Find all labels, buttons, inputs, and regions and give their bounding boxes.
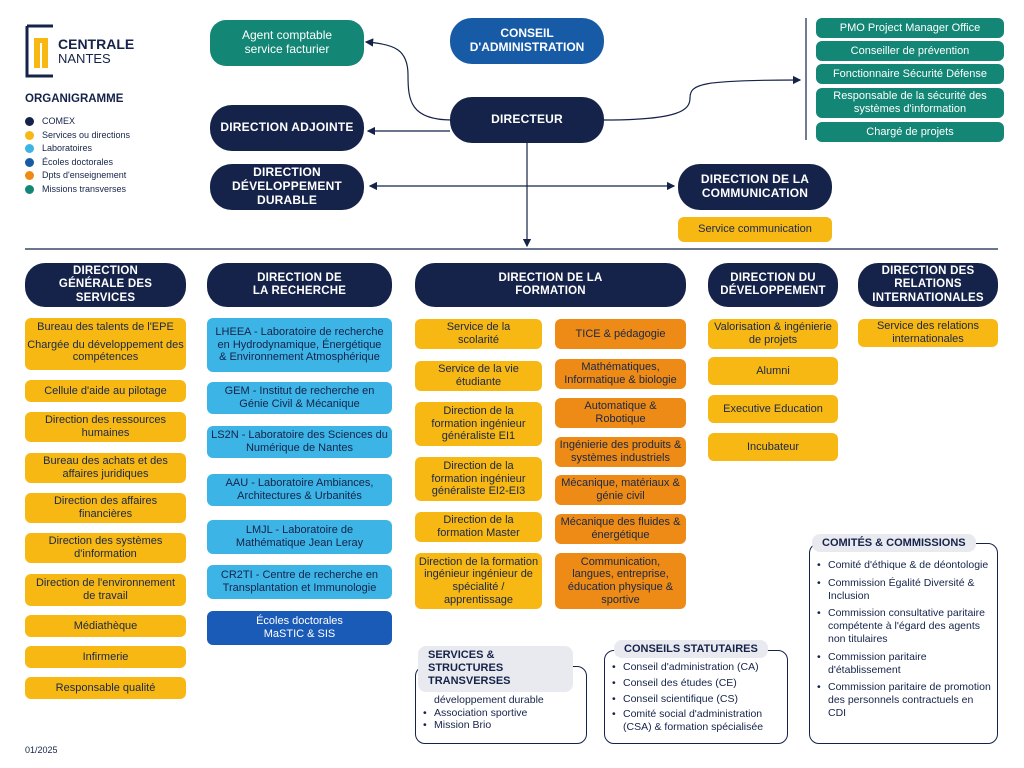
- international-header[interactable]: DIRECTION DES RELATIONS INTERNATIONALES: [858, 263, 998, 307]
- mission-charge-projets[interactable]: Chargé de projets: [816, 122, 1004, 142]
- mission-prevention[interactable]: Conseiller de prévention: [816, 41, 1004, 61]
- legend-dot: [25, 157, 34, 167]
- logo: CENTRALE NANTES: [25, 24, 145, 78]
- agent-comptable-box[interactable]: Agent comptable service facturier: [210, 20, 364, 66]
- list-item: Commission paritaire de promotion des pe…: [816, 681, 991, 719]
- formation-service[interactable]: Direction de la formation Master: [415, 512, 542, 542]
- legend-dot: [25, 184, 34, 194]
- legend-ecoles: Écoles doctorales: [25, 157, 113, 167]
- dev-item[interactable]: Valorisation & ingénierie de projets: [708, 319, 838, 349]
- formation-service[interactable]: Direction de la formation ingénieur géné…: [415, 402, 542, 446]
- direction-communication-box[interactable]: DIRECTION DE LA COMMUNICATION: [678, 164, 832, 210]
- mission-ssi[interactable]: Responsable de la sécurité des systèmes …: [816, 88, 1004, 118]
- formation-header[interactable]: DIRECTION DE LA FORMATION: [415, 263, 686, 307]
- dgs-item[interactable]: Direction des ressources humaines: [25, 412, 186, 442]
- dgs-item[interactable]: Bureau des achats et des affaires juridi…: [25, 453, 186, 483]
- logo-mark-icon: [25, 24, 53, 78]
- lab-ls2n[interactable]: LS2N - Laboratoire des Sciences du Numér…: [207, 426, 392, 458]
- conseils-title: CONSEILS STATUTAIRES: [614, 640, 768, 658]
- ecoles-doctorales-box[interactable]: Écoles doctorales MaSTIC & SIS: [207, 611, 392, 645]
- recherche-header[interactable]: DIRECTION DE LA RECHERCHE: [207, 263, 392, 307]
- dgs-item[interactable]: Médiathèque: [25, 615, 186, 637]
- formation-service[interactable]: Service de la vie étudiante: [415, 361, 542, 391]
- dgs-epe-sub: Chargée du développement des compétences: [27, 338, 184, 364]
- comites-title: COMITÉS & COMMISSIONS: [812, 534, 976, 552]
- list-item: Conseil d'administration (CA): [611, 661, 781, 674]
- list-item: Comité d'éthique & de déontologie: [816, 559, 991, 572]
- logo-line2: NANTES: [58, 51, 111, 66]
- formation-service[interactable]: Service de la scolarité: [415, 319, 542, 349]
- mission-securite-defense[interactable]: Fonctionnaire Sécurité Défense: [816, 64, 1004, 84]
- list-item: Association sportive: [422, 707, 580, 720]
- direction-dev-durable-box[interactable]: DIRECTION DÉVELOPPEMENT DURABLE: [210, 164, 364, 210]
- lab-cr2ti[interactable]: CR2TI - Centre de recherche en Transplan…: [207, 565, 392, 599]
- formation-service[interactable]: Direction de la formation ingénieur géné…: [415, 457, 542, 501]
- dgs-epe-label: Bureau des talents de l'EPE: [37, 321, 174, 333]
- service-communication-box[interactable]: Service communication: [678, 217, 832, 242]
- dgs-item[interactable]: Infirmerie: [25, 646, 186, 668]
- list-item: Commission paritaire d'établissement: [816, 651, 991, 677]
- formation-dept[interactable]: Ingénierie des produits & systèmes indus…: [555, 437, 686, 467]
- list-item: Conseil des études (CE): [611, 677, 781, 690]
- directeur-box[interactable]: DIRECTEUR: [450, 97, 604, 143]
- formation-service[interactable]: Direction de la formation ingénieur ingé…: [415, 553, 542, 609]
- developpement-header[interactable]: DIRECTION DU DÉVELOPPEMENT: [708, 263, 838, 307]
- conseils-list: Conseil d'administration (CA) Conseil de…: [611, 661, 781, 734]
- dev-item[interactable]: Alumni: [708, 357, 838, 385]
- dgs-item[interactable]: Cellule d'aide au pilotage: [25, 380, 186, 402]
- ri-item[interactable]: Service des relations internationales: [858, 319, 998, 347]
- lab-aau[interactable]: AAU - Laboratoire Ambiances, Architectur…: [207, 474, 392, 506]
- formation-dept[interactable]: Mathématiques, Informatique & biologie: [555, 359, 686, 389]
- formation-dept[interactable]: TICE & pédagogie: [555, 319, 686, 349]
- legend-labos: Laboratoires: [25, 143, 92, 153]
- date-label: 01/2025: [25, 745, 58, 755]
- list-item: Commission consultative paritaire compét…: [816, 607, 991, 645]
- direction-adjointe-box[interactable]: DIRECTION ADJOINTE: [210, 105, 364, 151]
- services-structures-title: SERVICES & STRUCTURES TRANSVERSES: [418, 646, 573, 692]
- page-title: ORGANIGRAMME: [25, 93, 124, 105]
- dev-item[interactable]: Executive Education: [708, 395, 838, 423]
- formation-dept[interactable]: Automatique & Robotique: [555, 398, 686, 428]
- conseil-administration-box[interactable]: CONSEIL D'ADMINISTRATION: [450, 18, 604, 64]
- dev-item[interactable]: Incubateur: [708, 433, 838, 461]
- logo-line1: CENTRALE: [58, 36, 135, 52]
- legend-dot: [25, 130, 34, 140]
- legend-dot: [25, 143, 34, 153]
- comites-panel: Comité d'éthique & de déontologie Commis…: [809, 543, 998, 744]
- dgs-item[interactable]: Responsable qualité: [25, 677, 186, 699]
- legend-comex: COMEX: [25, 116, 75, 126]
- lab-lmjl[interactable]: LMJL - Laboratoire de Mathématique Jean …: [207, 520, 392, 554]
- list-item: Comité social d'administration (CSA) & f…: [611, 708, 781, 734]
- dgs-item[interactable]: Direction de l'environnement de travail: [25, 574, 186, 606]
- list-item: Commission Égalité Diversité & Inclusion: [816, 577, 991, 603]
- dgs-epe-box[interactable]: Bureau des talents de l'EPE Chargée du d…: [25, 318, 186, 370]
- legend-dot: [25, 170, 34, 180]
- legend-depts: Dpts d'enseignement: [25, 170, 126, 180]
- lab-lheea[interactable]: LHEEA - Laboratoire de recherche en Hydr…: [207, 318, 392, 372]
- dgs-item[interactable]: Direction des affaires financières: [25, 493, 186, 523]
- dgs-header[interactable]: DIRECTION GÉNÉRALE DES SERVICES: [25, 263, 186, 307]
- legend-services: Services ou directions: [25, 130, 130, 140]
- legend-missions: Missions transverses: [25, 184, 126, 194]
- list-item: Mission Brio: [422, 719, 580, 732]
- conseils-panel: Conseil d'administration (CA) Conseil de…: [604, 650, 788, 744]
- legend-dot: [25, 116, 34, 126]
- mission-pmo[interactable]: PMO Project Manager Office: [816, 18, 1004, 38]
- dgs-item[interactable]: Direction des systèmes d'information: [25, 533, 186, 563]
- lab-gem[interactable]: GEM - Institut de recherche en Génie Civ…: [207, 382, 392, 414]
- formation-dept[interactable]: Mécanique des fluides & énergétique: [555, 514, 686, 544]
- formation-dept[interactable]: Mécanique, matériaux & génie civil: [555, 475, 686, 505]
- comites-list: Comité d'éthique & de déontologie Commis…: [816, 559, 991, 720]
- formation-dept[interactable]: Communication, langues, entreprise, éduc…: [555, 553, 686, 609]
- list-item: Conseil scientifique (CS): [611, 693, 781, 706]
